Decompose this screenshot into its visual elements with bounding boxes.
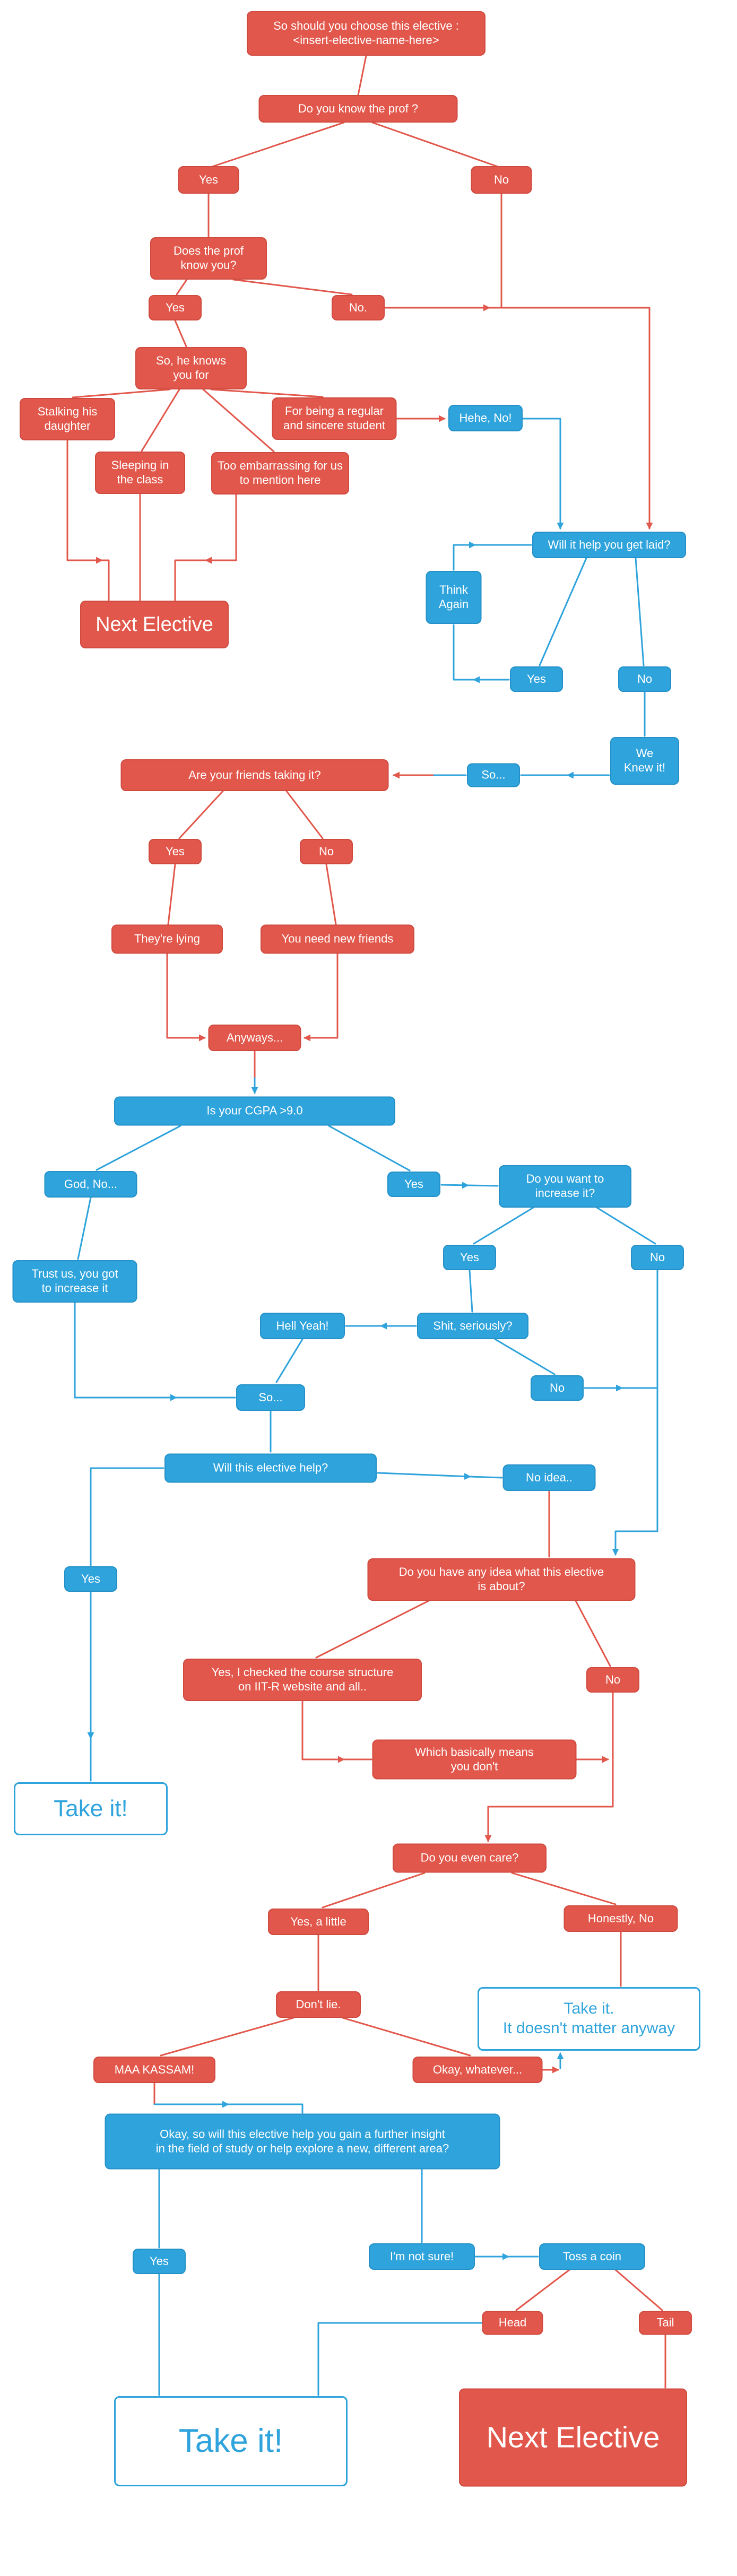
node-regular-student: For being a regular and sincere student xyxy=(272,397,397,440)
node-take-it-1: Take it! xyxy=(14,1782,168,1835)
node-further-insight: Okay, so will this elective help you gai… xyxy=(105,2113,500,2170)
node-get-laid: Will it help you get laid? xyxy=(532,532,686,558)
node-think-again: Think Again xyxy=(426,571,482,624)
node-no-6: No xyxy=(531,1375,584,1401)
node-maa-kassam: MAA KASSAM! xyxy=(93,2057,215,2083)
node-he-knows-you-for: So, he knows you for xyxy=(135,347,247,389)
node-no-2: No. xyxy=(332,295,385,320)
node-elective-help: Will this elective help? xyxy=(164,1453,377,1483)
node-honestly-no: Honestly, No xyxy=(563,1905,678,1932)
node-theyre-lying: They're lying xyxy=(111,924,223,954)
node-want-to-increase: Do you want to increase it? xyxy=(499,1165,631,1208)
node-need-new-friends: You need new friends xyxy=(261,924,414,954)
node-so-2: So... xyxy=(236,1384,305,1411)
node-take-it-final: Take it! xyxy=(114,2396,348,2486)
node-okay-whatever: Okay, whatever... xyxy=(412,2057,543,2083)
node-cgpa: Is your CGPA >9.0 xyxy=(114,1096,395,1126)
node-stalking-daughter: Stalking his daughter xyxy=(20,398,115,440)
node-friends-taking: Are your friends taking it? xyxy=(120,759,389,791)
node-dont-lie: Don't lie. xyxy=(276,1991,361,2018)
node-head: Head xyxy=(482,2311,543,2335)
node-trust-us: Trust us, you got to increase it xyxy=(12,1260,137,1303)
node-anyways: Anyways... xyxy=(208,1025,301,1051)
node-basically-means: Which basically means you don't xyxy=(372,1739,577,1780)
node-no-3: No xyxy=(300,839,353,864)
node-tail: Tail xyxy=(639,2311,692,2335)
node-yes-5: Yes xyxy=(443,1245,496,1270)
node-hell-yeah: Hell Yeah! xyxy=(260,1313,345,1339)
node-next-elective-final: Next Elective xyxy=(459,2388,687,2487)
node-do-you-care: Do you even care? xyxy=(393,1843,547,1873)
node-hehe-no: Hehe, No! xyxy=(448,405,523,431)
node-we-knew-it: We Knew it! xyxy=(610,737,679,785)
node-toss-a-coin: Toss a coin xyxy=(539,2243,645,2270)
node-no-5: No xyxy=(631,1245,684,1270)
node-not-sure: I'm not sure! xyxy=(369,2243,475,2270)
node-no-1: No xyxy=(471,166,532,194)
node-yes-a-little: Yes, a little xyxy=(268,1909,369,1935)
node-god-no: God, No... xyxy=(44,1171,137,1198)
node-so-1: So... xyxy=(467,763,520,787)
node-any-idea-about: Do you have any idea what this elective … xyxy=(367,1558,636,1601)
node-start-question: So should you choose this elective : <in… xyxy=(247,11,485,56)
node-no-laid: No xyxy=(618,666,671,692)
node-next-elective-1: Next Elective xyxy=(80,601,229,648)
node-yes-7: Yes xyxy=(133,2249,186,2274)
node-yes-3: Yes xyxy=(149,839,202,864)
node-sleeping-in-class: Sleeping in the class xyxy=(95,452,185,494)
node-shit-seriously: Shit, seriously? xyxy=(417,1313,528,1339)
node-too-embarrassing: Too embarrassing for us to mention here xyxy=(211,452,349,495)
node-checked-structure: Yes, I checked the course structure on I… xyxy=(183,1659,422,1701)
node-prof-know-you: Does the prof know you? xyxy=(150,237,267,280)
node-yes-laid: Yes xyxy=(510,666,563,692)
node-know-prof: Do you know the prof ? xyxy=(258,95,458,123)
node-yes-2: Yes xyxy=(149,295,202,320)
node-yes-1: Yes xyxy=(178,166,239,194)
node-no-idea: No idea.. xyxy=(502,1464,596,1491)
node-yes-4: Yes xyxy=(387,1172,440,1197)
node-yes-6: Yes xyxy=(64,1566,117,1592)
node-no-7: No xyxy=(586,1667,639,1693)
node-take-it-2: Take it. It doesn't matter anyway xyxy=(478,1987,700,2051)
